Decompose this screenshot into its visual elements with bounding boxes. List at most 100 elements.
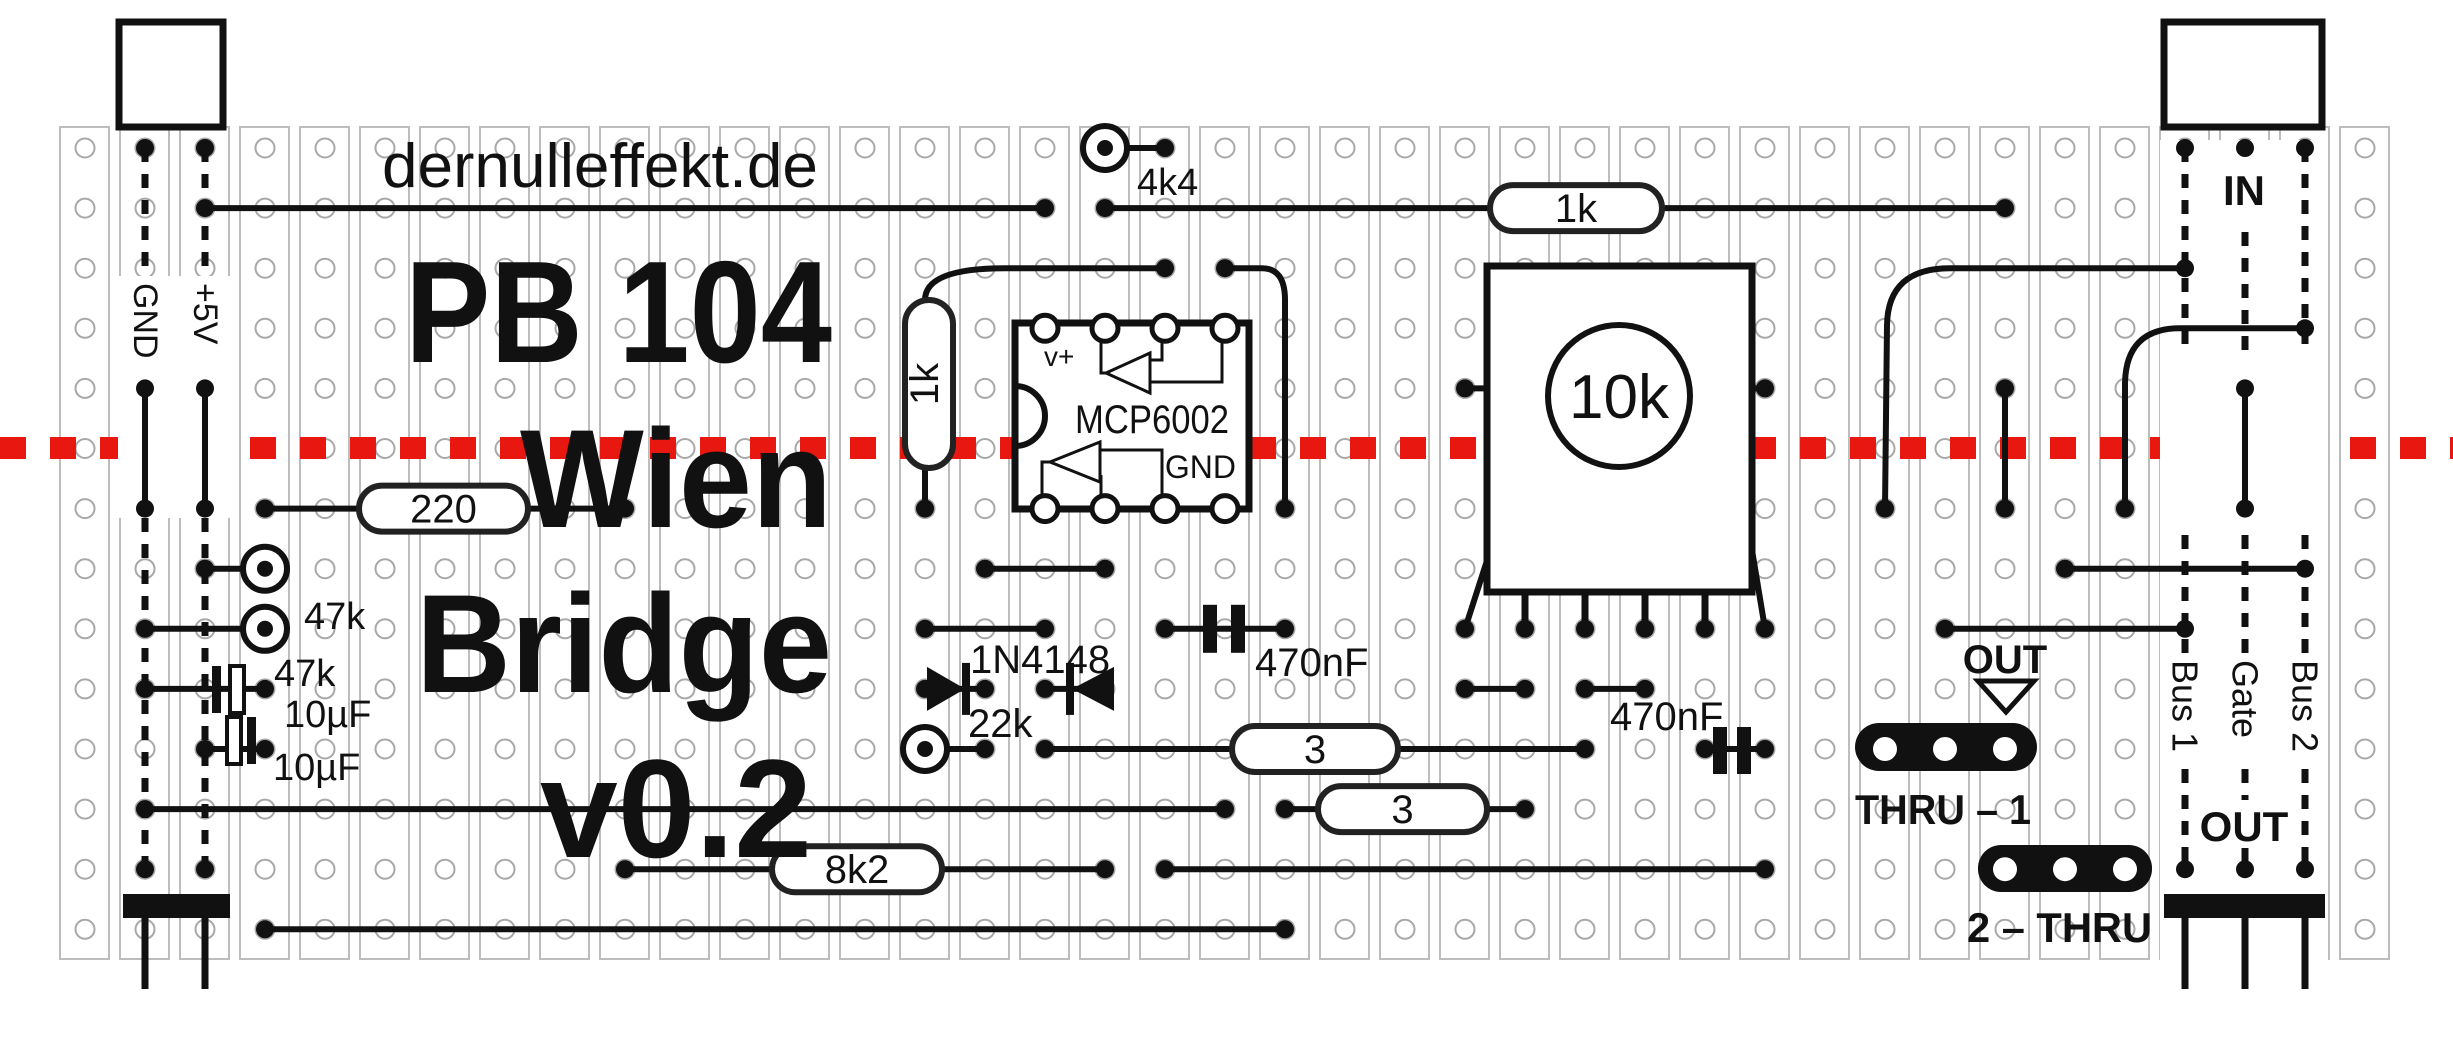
- hole: [734, 738, 756, 760]
- hole: [1394, 257, 1416, 279]
- hole: [1214, 678, 1236, 700]
- hole: [314, 678, 336, 700]
- hole: [614, 558, 636, 580]
- opamp-a-symbol: [1102, 350, 1152, 396]
- wires: [115, 18, 2326, 989]
- hole: [614, 137, 636, 159]
- hole: [1454, 257, 1476, 279]
- electrolytic-cap-plate: [212, 666, 221, 713]
- hole: [794, 317, 816, 339]
- solder-dot: [1576, 619, 1594, 638]
- hole: [494, 257, 516, 279]
- solder-dot: [1996, 379, 2014, 398]
- hole: [734, 257, 756, 279]
- hole: [74, 377, 96, 399]
- hole: [1874, 618, 1896, 640]
- hole: [1754, 678, 1776, 700]
- resistor-1k-vertical: [902, 297, 956, 471]
- hole: [1034, 137, 1056, 159]
- hole: [254, 317, 276, 339]
- hole: [314, 558, 336, 580]
- hole: [1334, 498, 1356, 520]
- hole: [1214, 137, 1236, 159]
- solder-dot: [1096, 559, 1114, 578]
- solder-dot: [1216, 800, 1234, 819]
- strip: [1199, 126, 1250, 960]
- hole: [854, 738, 876, 760]
- solder-dot: [136, 800, 154, 819]
- hole: [674, 317, 696, 339]
- wire: [2122, 325, 2305, 509]
- hole: [614, 377, 636, 399]
- trimmer-47k-a-label: 47k: [304, 596, 366, 638]
- solder-dot: [136, 860, 154, 879]
- ic-name-label: MCP6002: [1075, 398, 1229, 442]
- solder-dot: [2176, 259, 2194, 278]
- cut-mark: [1850, 437, 1876, 459]
- strip: [719, 126, 770, 960]
- hole: [74, 798, 96, 820]
- opamp-b-symbol: [1045, 439, 1102, 485]
- strip: [2339, 126, 2390, 960]
- strip: [419, 126, 470, 960]
- hole: [374, 438, 396, 459]
- hole: [2354, 137, 2376, 159]
- hole: [1994, 137, 2016, 159]
- hole: [1754, 918, 1776, 940]
- solder-dot: [136, 379, 154, 398]
- diode-label: 1N4148: [970, 638, 1110, 682]
- hole: [914, 257, 936, 279]
- hole: [74, 858, 96, 880]
- solder-dot: [1036, 740, 1054, 758]
- solder-dot: [1456, 619, 1474, 638]
- hole: [434, 738, 456, 760]
- hole: [494, 738, 516, 760]
- strip: [1919, 126, 1970, 960]
- potentiometer-10k: 10k: [1456, 262, 1774, 638]
- hole: [2354, 257, 2376, 279]
- solder-dot: [196, 139, 214, 157]
- solder-dot: [1936, 619, 1954, 638]
- hole: [1334, 918, 1356, 940]
- label-background: [2168, 655, 2202, 757]
- hole: [494, 558, 516, 580]
- cut-mark: [2100, 437, 2126, 459]
- hole: [374, 738, 396, 760]
- cut-mark: [1300, 437, 1326, 459]
- hole: [854, 558, 876, 580]
- strip: [239, 126, 290, 960]
- solder-dot: [1276, 499, 1294, 518]
- hole: [434, 317, 456, 339]
- solder-dot: [1096, 860, 1114, 879]
- resistor-3-a: [1229, 723, 1401, 775]
- hole: [1814, 858, 1836, 880]
- solder-dot: [1276, 800, 1294, 819]
- hole: [614, 317, 636, 339]
- hole: [794, 377, 816, 399]
- solder-dot: [1756, 740, 1774, 758]
- solder-dot: [1456, 679, 1474, 698]
- jumper-pin: [1933, 737, 1957, 761]
- cap-470nf-b-label: 470nF: [1610, 695, 1723, 739]
- solder-dot: [1096, 199, 1114, 218]
- ic-pin: [1089, 312, 1121, 344]
- hole: [1994, 918, 2016, 940]
- solder-dot: [2236, 499, 2254, 518]
- opamp-trace: [1150, 342, 1164, 362]
- cut-mark: [250, 437, 276, 459]
- solder-dot: [196, 379, 214, 398]
- hole: [374, 558, 396, 580]
- hole: [1574, 137, 1596, 159]
- jumper-pin: [2053, 857, 2077, 882]
- hole: [314, 137, 336, 159]
- io-header-bar: [2164, 894, 2325, 918]
- diode-cathode-bar: [962, 662, 970, 715]
- hole: [974, 317, 996, 339]
- cut-mark: [2350, 437, 2376, 459]
- hole: [854, 678, 876, 700]
- hole: [1394, 918, 1416, 940]
- solder-dot: [1156, 259, 1174, 278]
- hole: [74, 678, 96, 700]
- trimmer-22k-wiper: [917, 741, 933, 757]
- solder-dot: [916, 619, 934, 638]
